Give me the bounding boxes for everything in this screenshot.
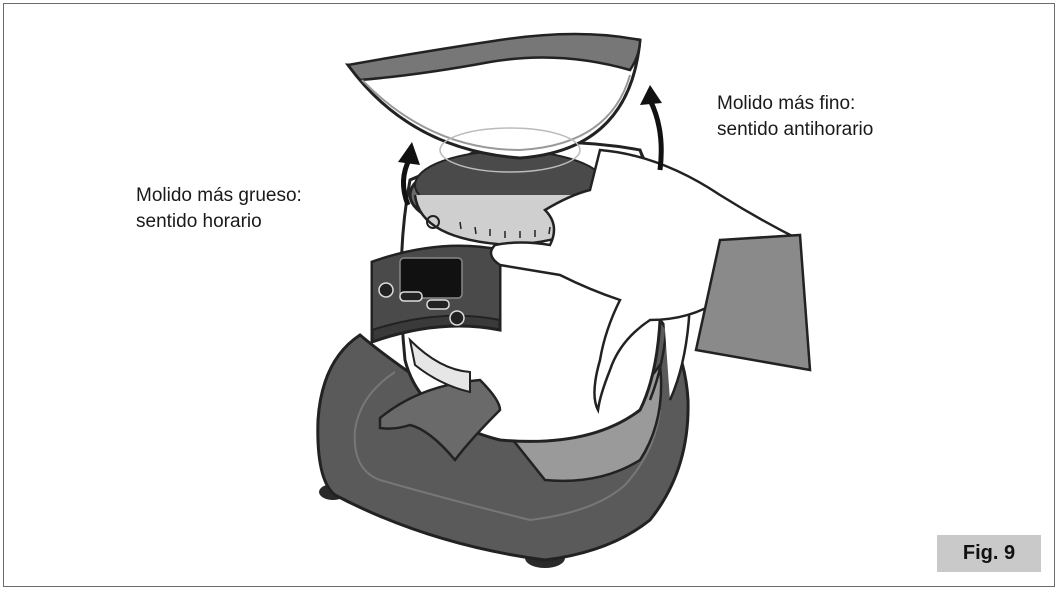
finer-grind-direction: sentido antihorario [717,117,873,143]
coarser-grind-callout: Molido más grueso: sentido horario [136,183,302,235]
control-panel [372,246,500,342]
coarser-grind-direction: sentido horario [136,209,302,235]
finer-grind-callout: Molido más fino: sentido antihorario [717,91,873,143]
coarser-grind-title: Molido más grueso: [136,183,302,209]
finer-grind-title: Molido más fino: [717,91,873,117]
figure-label: Fig. 9 [937,535,1041,572]
